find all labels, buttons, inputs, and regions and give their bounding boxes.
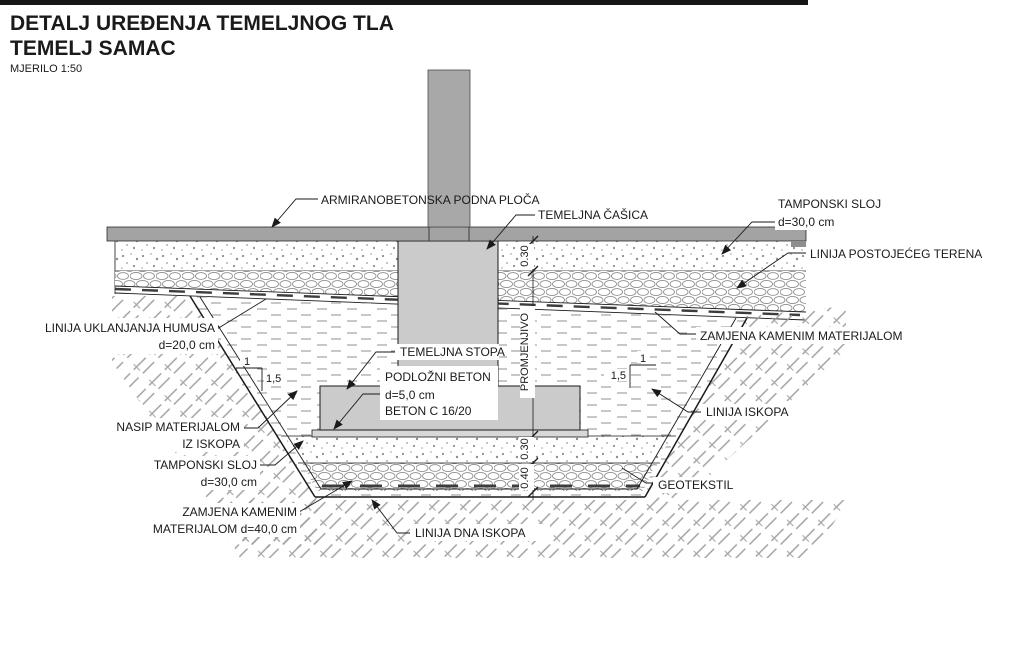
pit-stone-layer: [298, 462, 660, 491]
dim-top: 0.30: [519, 245, 531, 266]
leader-cup: [486, 214, 535, 250]
floor-slab: [106, 226, 807, 242]
slope-symbol-right: 1 1,5: [604, 351, 656, 388]
column: [427, 69, 471, 228]
label-slab: ARMIRANOBETONSKA PODNA PLOČA: [321, 192, 540, 207]
leader-geotextile: [621, 467, 654, 484]
slope-rise: 1: [640, 353, 646, 365]
label-cup: TEMELJNA ČAŠICA: [538, 207, 648, 222]
label-fill-1: NASIP MATERIJALOM: [116, 420, 240, 434]
label-tampon-top-1: TAMPONSKI SLOJ: [778, 197, 881, 211]
geotextile-line: [199, 296, 737, 490]
labels: ARMIRANOBETONSKA PODNA PLOČA TEMELJNA ČA…: [45, 192, 982, 541]
label-terrain: LINIJA POSTOJEĆEG TERENA: [810, 246, 982, 261]
label-blinding-1: PODLOŽNI BETON: [385, 369, 491, 384]
blinding-concrete: [311, 429, 589, 438]
label-tampon-bottom-2: d=30,0 cm: [201, 475, 257, 489]
label-footing: TEMELJNA STOPA: [400, 345, 505, 359]
dim-tampon: 0.30: [519, 438, 531, 459]
leader-tampon-bottom: [259, 440, 304, 466]
slope-rise: 1: [244, 356, 250, 368]
leader-fill: [242, 390, 298, 429]
label-fill-2: IZ ISKOPA: [182, 437, 240, 451]
leader-tampon-top: [721, 221, 775, 255]
label-stone-bottom-1: ZAMJENA KAMENIM: [182, 505, 297, 519]
label-stone-bottom-2: MATERIJALOM d=40,0 cm: [153, 522, 297, 536]
leader-slab: [271, 198, 318, 228]
dim-bg: [519, 464, 534, 490]
leader-terrain: [736, 252, 806, 289]
title-block: DETALJ UREĐENJA TEMELJNOG TLA TEMELJ SAM…: [10, 12, 394, 75]
label-tampon-bottom-1: TAMPONSKI SLOJ: [154, 458, 257, 472]
dim-bg: [519, 437, 534, 461]
label-humus-2: d=20,0 cm: [159, 338, 215, 352]
label-pit-bottom: LINIJA DNA ISKOPA: [415, 526, 525, 540]
label-geotextile: GEOTEKSTIL: [658, 478, 734, 492]
label-excavation: LINIJA ISKOPA: [706, 405, 788, 419]
foundation-cup: [397, 240, 499, 387]
slope-run: 1,5: [266, 373, 281, 385]
label-blinding-3: BETON C 16/20: [385, 404, 472, 418]
leader-stone-right: [654, 311, 700, 335]
label-tampon-top-2: d=30,0 cm: [778, 215, 834, 229]
dim-bg: [520, 306, 535, 398]
leader-footing: [346, 351, 397, 390]
top-edge-bar: [0, 0, 808, 5]
leader-lines: [216, 198, 806, 534]
label-humus-1: LINIJA UKLANJANJA HUMUSA: [45, 321, 215, 335]
leader-pit-bottom: [371, 499, 415, 534]
slope-symbol-left: 1 1,5: [236, 354, 286, 391]
drawing-title-line1: DETALJ UREĐENJA TEMELJNOG TLA: [10, 12, 394, 35]
drawing-scale: MJERILO 1:50: [10, 63, 82, 75]
drawing-title-line2: TEMELJ SAMAC: [10, 37, 176, 60]
slope-run: 1,5: [611, 370, 626, 382]
leader-blinding: [333, 393, 381, 430]
label-stone-right: ZAMJENA KAMENIM MATERIJALOM: [700, 329, 902, 343]
dim-stone: 0.40: [519, 467, 531, 488]
pit-tampon-layer: [281, 435, 676, 463]
humus-removal-dashed-line: [114, 287, 801, 317]
leader-excavation: [651, 388, 702, 413]
dim-bg: [519, 244, 534, 269]
label-blinding-2: d=5,0 cm: [385, 388, 435, 402]
leader-stone-bottom: [298, 480, 353, 513]
dim-variable: PROMJENJIVO: [519, 312, 531, 391]
floor-slab-end-step: [791, 241, 806, 247]
leader-humus: [216, 298, 267, 330]
